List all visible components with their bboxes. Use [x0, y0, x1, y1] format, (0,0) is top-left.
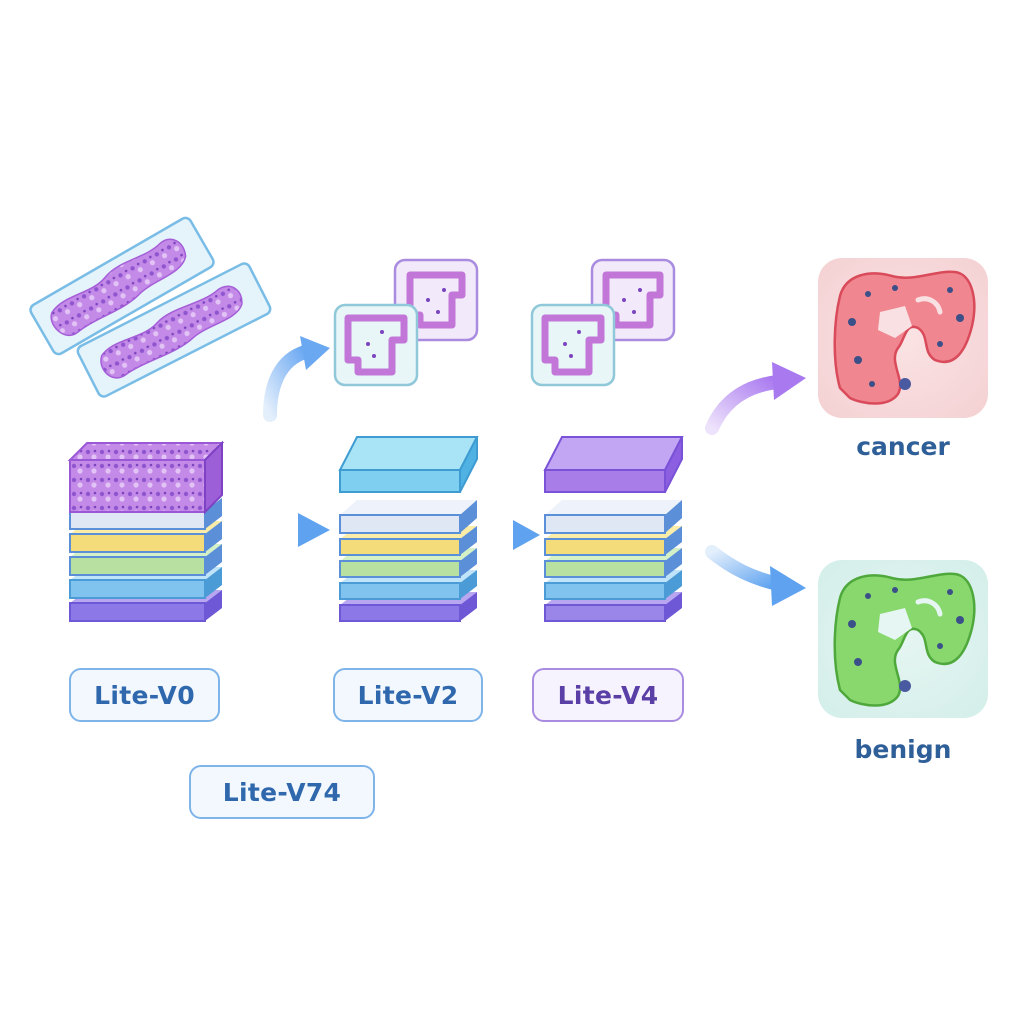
arrow-icon [239, 513, 330, 547]
tissue-patch-icon [530, 258, 676, 387]
microscope-slide-icon [29, 216, 272, 398]
layer-stack-icon [338, 436, 479, 622]
arrow-icon [705, 362, 806, 435]
model-label-lite-v4: Lite-V4 [532, 668, 684, 722]
outcome-label-cancer: cancer [856, 432, 950, 461]
model-label-lite-v0: Lite-V0 [69, 668, 220, 722]
model-label-lite-v74: Lite-V74 [189, 765, 375, 819]
model-label-lite-v2: Lite-V2 [333, 668, 483, 722]
outcome-label-benign: benign [854, 735, 952, 764]
arrow-icon [487, 520, 540, 550]
colon-benign-icon [818, 560, 988, 718]
arrow-icon [705, 545, 806, 606]
colon-cancer-icon [818, 258, 988, 418]
layer-stack-icon [543, 436, 684, 622]
arrow-icon [263, 336, 330, 422]
layer-stack-icon [67, 440, 225, 622]
tissue-patch-icon [333, 258, 479, 387]
